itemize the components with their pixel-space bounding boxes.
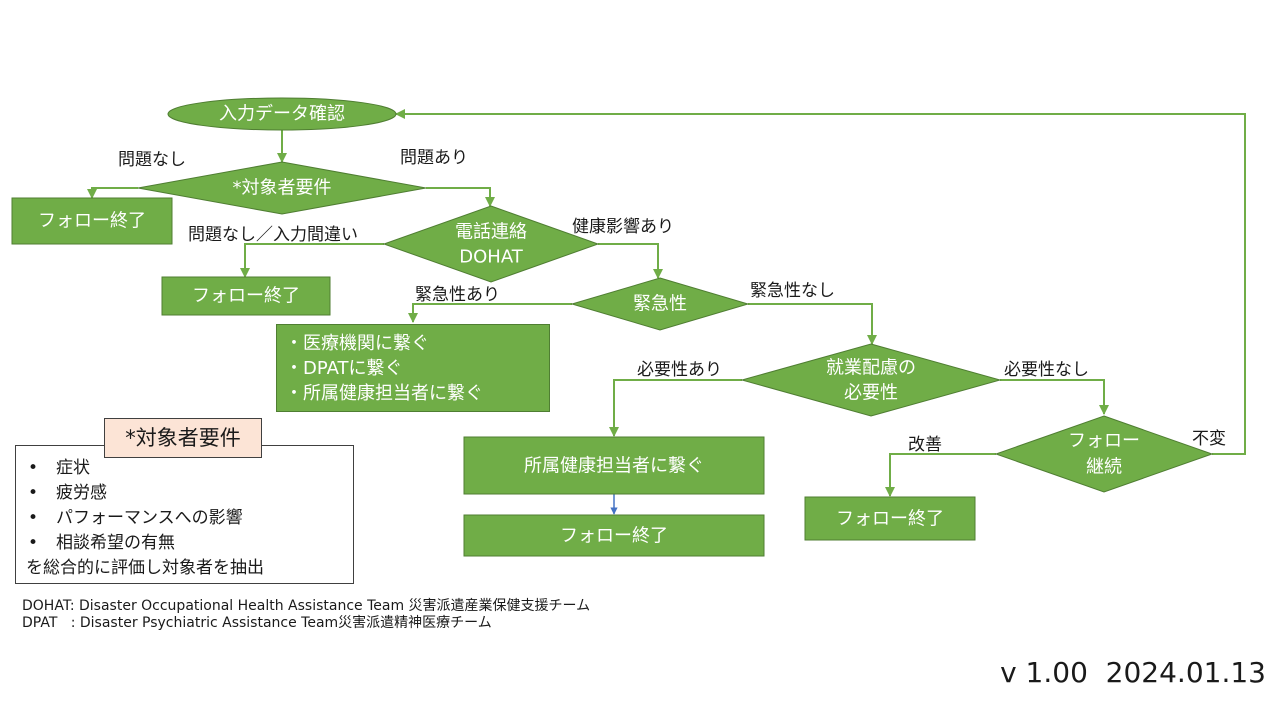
end-node-2-label: フォロー終了 (192, 286, 300, 307)
edge-needed (609, 379, 742, 437)
edge-phone-no-issue (240, 243, 384, 278)
edge-criteria-no-issue (87, 187, 138, 199)
criteria-decision: *対象者要件 (137, 161, 427, 215)
edge-phone-health-impact (598, 243, 663, 279)
criteria-legend-title: *対象者要件 (104, 418, 262, 458)
connect-options-box: 医療機関に繋ぐ DPATに繋ぐ 所属健康担当者に繋ぐ (276, 324, 550, 412)
start-node: 入力データ確認 (167, 97, 397, 131)
label-needed: 必要性あり (637, 360, 722, 380)
criteria-item: •疲労感 (28, 483, 107, 503)
connect-option-dpat: DPATに繋ぐ (285, 356, 549, 381)
edge-labels: 問題なし 問題あり 問題なし／入力間違い 健康影響あり 緊急性あり 緊急性なし … (118, 148, 1226, 455)
end-node-4: フォロー終了 (804, 496, 976, 541)
end-node-3-label: フォロー終了 (560, 526, 668, 547)
label-not-urgent: 緊急性なし (750, 281, 835, 301)
label-urgent: 緊急性あり (415, 285, 500, 305)
label-improved: 改善 (908, 435, 942, 455)
footnote-dohat: DOHAT: Disaster Occupational Health Assi… (22, 598, 591, 614)
edge-not-needed (1000, 379, 1109, 415)
connect-option-health-staff: 所属健康担当者に繋ぐ (285, 381, 549, 406)
follow-decision-label-2: 継続 (1086, 457, 1122, 478)
criteria-summary: を総合的に評価し対象者を抽出 (26, 558, 264, 578)
end-node-3: フォロー終了 (463, 514, 765, 557)
end-node-4-label: フォロー終了 (836, 509, 944, 530)
phone-decision-label-1: 電話連絡 (455, 222, 527, 243)
follow-decision-label-1: フォロー (1068, 431, 1140, 452)
criteria-item: •パフォーマンスへの影響 (28, 508, 243, 528)
phone-decision-label-2: DOHAT (459, 247, 523, 268)
refer-health-node-label: 所属健康担当者に繋ぐ (524, 456, 704, 477)
urgency-decision: 緊急性 (570, 277, 750, 331)
start-node-label: 入力データ確認 (219, 104, 345, 125)
connect-option-medical: 医療機関に繋ぐ (285, 331, 549, 356)
label-no-issue: 問題なし (118, 150, 186, 170)
edge-urgent (408, 303, 572, 323)
edge-not-urgent (748, 303, 877, 345)
phone-decision: 電話連絡 DOHAT (382, 205, 600, 283)
label-unchanged: 不変 (1192, 429, 1226, 449)
work-decision-label-1: 就業配慮の (826, 358, 916, 379)
follow-decision: フォロー 継続 (994, 415, 1214, 493)
connectors (87, 109, 1246, 515)
end-node-2: フォロー終了 (161, 276, 331, 316)
edge-improved (885, 453, 996, 497)
end-node-1: フォロー終了 (11, 197, 173, 245)
edge-criteria-issue (426, 187, 495, 207)
version-stamp: v 1.00 2024.01.13 (1000, 656, 1266, 689)
footnotes: DOHAT: Disaster Occupational Health Assi… (22, 598, 590, 632)
criteria-decision-label: *対象者要件 (233, 178, 332, 199)
criteria-item: •相談希望の有無 (28, 533, 175, 553)
footnote-dpat: DPAT : Disaster Psychiatric Assistance T… (22, 615, 492, 631)
end-node-1-label: フォロー終了 (38, 211, 146, 232)
criteria-item: •症状 (28, 458, 90, 478)
work-decision: 就業配慮の 必要性 (740, 343, 1002, 417)
label-issue: 問題あり (400, 148, 468, 168)
label-no-issue-or-error: 問題なし／入力間違い (188, 225, 358, 245)
refer-health-node: 所属健康担当者に繋ぐ (463, 436, 765, 495)
urgency-decision-label: 緊急性 (633, 294, 687, 315)
criteria-legend-box: •症状 •疲労感 •パフォーマンスへの影響 •相談希望の有無 を総合的に評価し対… (15, 445, 354, 584)
label-health-impact: 健康影響あり (572, 217, 674, 237)
edge-unchanged-loop (395, 109, 1246, 455)
label-not-needed: 必要性なし (1004, 360, 1089, 380)
work-decision-label-2: 必要性 (844, 383, 898, 404)
